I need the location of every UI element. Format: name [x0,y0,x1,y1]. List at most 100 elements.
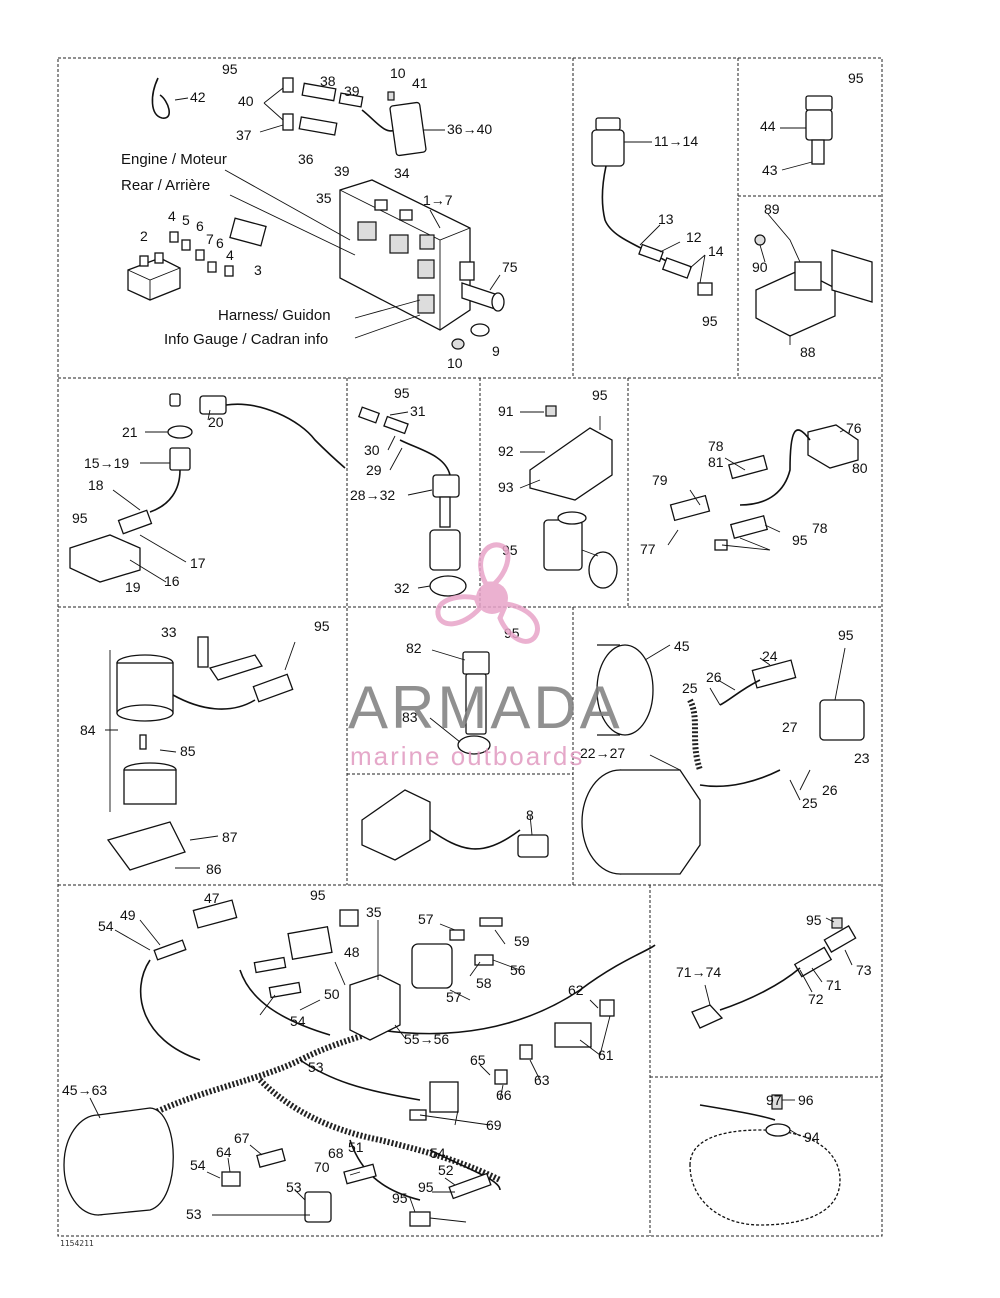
sensor-part [591,117,713,296]
note-harness: Harness/ Guidon [218,307,331,324]
callout-label: 7 [206,231,214,247]
callout-label: 93 [498,479,514,495]
callout-label: 42 [190,89,206,105]
callout-label: 84 [80,722,96,738]
sensor-part [69,393,346,583]
leader-lines [782,1099,801,1137]
callout-label: 6 [196,218,204,234]
callout-label: 16 [164,573,180,589]
callout-label: 13 [658,211,674,227]
callout-label: 73 [856,962,872,978]
propeller-logo-icon [435,542,540,644]
callout-label: 52 [438,1162,454,1178]
callout-label: 25 [682,680,698,696]
leader-lines [624,141,706,284]
callout-label: 28→32 [350,487,395,503]
engine-block-part [689,1094,841,1226]
figure-reference: 1154211 [60,1239,94,1248]
callout-label: 39 [334,163,350,179]
harness-part [63,899,656,1227]
callout-label: 50 [324,986,340,1002]
callout-label: 4 [168,208,176,224]
callout-label: 94 [804,1129,820,1145]
callout-label: 78 [708,438,724,454]
relay-part [389,101,427,157]
callout-label: 92 [498,443,514,459]
callout-label: 23 [854,750,870,766]
panel-bracket-91-93 [519,405,618,589]
callout-label: 53 [286,1179,302,1195]
callout-label: 67 [234,1130,250,1146]
callout-label: 35 [366,904,382,920]
callout-label: 8 [526,807,534,823]
watermark: ARMADA marine outboards [348,542,623,771]
panel-sensor-82-83 [429,649,491,755]
callout-label: 70 [314,1159,330,1175]
callout-label: 3 [254,262,262,278]
callout-label: 64 [216,1144,232,1160]
callout-label: 79 [652,472,668,488]
callout-label: 21 [122,424,138,440]
callout-label: 49 [120,907,136,923]
callout-label: 53 [308,1059,324,1075]
panel-main-module [127,77,505,350]
callout-label: 19 [125,579,141,595]
lead-part [691,917,857,1029]
callout-label: 37 [236,127,252,143]
grommet-part [461,282,505,312]
leader-lines [667,429,845,551]
callout-label: 77 [640,541,656,557]
callout-label: 26 [706,669,722,685]
callout-label: 75 [502,259,518,275]
callout-label: 54 [430,1145,446,1161]
note-info-gauge: Info Gauge / Cadran info [164,331,328,348]
callout-label: 32 [394,580,410,596]
callout-label: 97 [766,1092,782,1108]
leader-lines [644,644,846,801]
callout-label: 10 [447,355,463,371]
housing-part [361,789,431,861]
callout-label: 15→19 [84,455,129,471]
callout-label: 82 [406,640,422,656]
callout-label: 33 [161,624,177,640]
panel-sensor-28-32 [357,406,467,597]
callout-label: 20 [208,414,224,430]
callout-label: 95 [222,61,238,77]
callout-label: 45 [674,638,690,654]
panel-lead-71-74 [691,917,857,1029]
washer-part [470,323,490,337]
leader-lines [519,411,601,489]
callout-label: 95 [806,912,822,928]
callout-label: 95 [838,627,854,643]
callout-label: 47 [204,890,220,906]
panel-solenoid-88-90 [754,213,873,345]
callout-label: 65 [470,1052,486,1068]
callout-label: 48 [344,944,360,960]
watermark-brand: ARMADA [348,674,623,741]
callout-label: 9 [492,343,500,359]
callout-label: 96 [798,1092,814,1108]
callout-label: 59 [514,933,530,949]
callout-label: 1→7 [423,192,453,208]
callout-label: 58 [476,975,492,991]
callout-label: 76 [846,420,862,436]
leader-lines [174,87,501,339]
connector-strip-part [282,77,396,136]
callout-label: 95 [418,1179,434,1195]
callout-label: 78 [812,520,828,536]
nut-part [451,338,465,350]
callout-label: 69 [486,1117,502,1133]
callout-label: 95 [314,618,330,634]
callout-label: 95 [592,387,608,403]
switch-part [805,95,833,111]
callout-label: 6 [216,235,224,251]
callout-label: 95 [392,1190,408,1206]
callout-label: 57 [446,989,462,1005]
sensor-part [517,834,549,858]
panel-sensor-11-14 [591,117,713,296]
callout-label: 18 [88,477,104,493]
relay-part [127,252,181,301]
panel-sensor-94-97 [689,1094,841,1226]
callout-label: 34 [394,165,410,181]
